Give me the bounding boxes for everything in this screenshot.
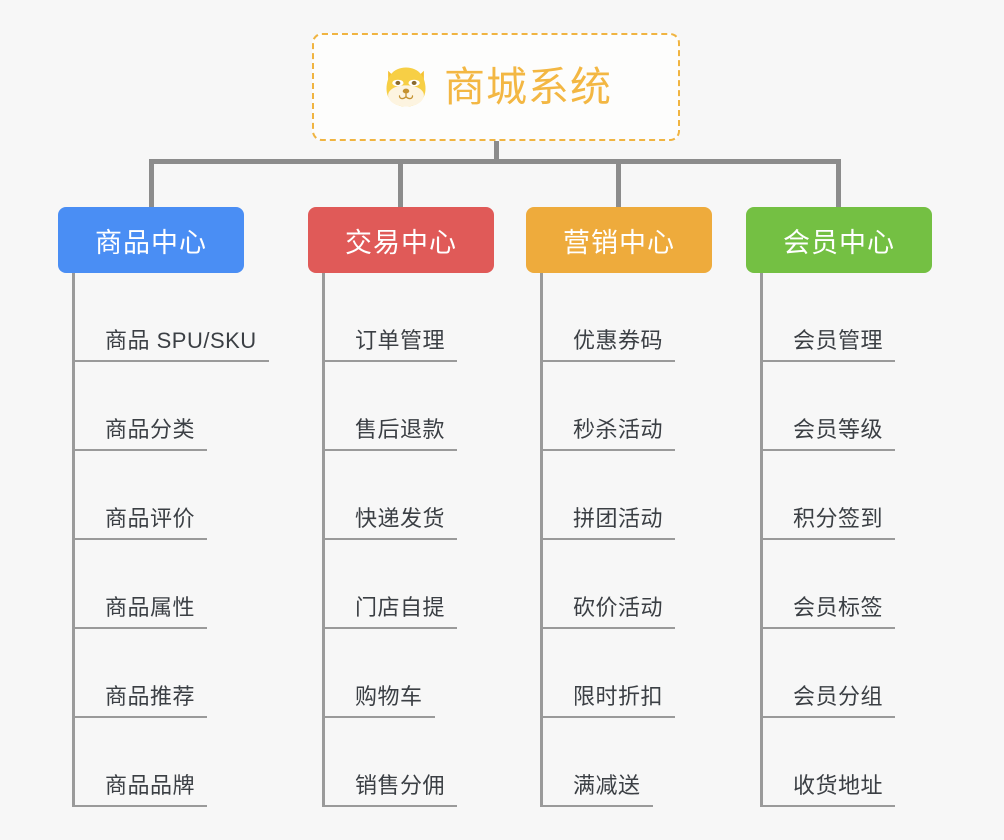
leaf-label: 购物车: [355, 684, 423, 709]
leaf-label: 商品分类: [105, 417, 196, 442]
leaf-label: 满减送: [573, 773, 641, 798]
leaf-label: 商品 SPU/SKU: [105, 328, 257, 353]
leaf-label: 秒杀活动: [573, 417, 664, 442]
category-box-product-center[interactable]: 商品中心: [58, 207, 244, 273]
category-box-trade-center[interactable]: 交易中心: [308, 207, 494, 273]
category-column-4: 会员中心: [746, 207, 932, 273]
list-item[interactable]: 砍价活动: [540, 540, 800, 629]
leaf-underline: 订单管理: [322, 326, 458, 362]
leaf-label: 商品品牌: [105, 773, 196, 798]
leaf-underline: 会员标签: [760, 593, 896, 629]
leaf-label: 订单管理: [355, 328, 446, 353]
list-item[interactable]: 会员等级: [760, 362, 1004, 451]
leaf-underline: 商品属性: [72, 593, 208, 629]
list-item[interactable]: 销售分佣: [322, 718, 582, 807]
leaf-underline: 优惠券码: [540, 326, 676, 362]
leaf-list-member-center: 会员管理 会员等级 积分签到 会员标签 会员分组 收货地址: [760, 273, 1004, 807]
list-item[interactable]: 订单管理: [322, 273, 582, 362]
leaf-label: 砍价活动: [573, 595, 664, 620]
leaf-underline: 拼团活动: [540, 504, 676, 540]
list-item[interactable]: 优惠券码: [540, 273, 800, 362]
list-item[interactable]: 门店自提: [322, 540, 582, 629]
list-item[interactable]: 售后退款: [322, 362, 582, 451]
leaf-underline: 销售分佣: [322, 771, 458, 807]
leaf-underline: 商品品牌: [72, 771, 208, 807]
category-column-3: 营销中心: [526, 207, 712, 273]
leaf-underline: 商品 SPU/SKU: [72, 326, 269, 362]
category-box-member-center[interactable]: 会员中心: [746, 207, 932, 273]
connector-drop-4: [836, 159, 841, 207]
leaf-list-trade-center: 订单管理 售后退款 快递发货 门店自提 购物车 销售分佣: [322, 273, 582, 807]
leaf-underline: 商品评价: [72, 504, 208, 540]
leaf-underline: 积分签到: [760, 504, 896, 540]
list-item[interactable]: 秒杀活动: [540, 362, 800, 451]
category-column-2: 交易中心: [308, 207, 494, 273]
leaf-label: 积分签到: [793, 506, 884, 531]
list-item[interactable]: 会员分组: [760, 629, 1004, 718]
connector-horizontal-bus: [149, 159, 841, 164]
leaf-label: 商品推荐: [105, 684, 196, 709]
leaf-underline: 商品分类: [72, 415, 208, 451]
leaf-underline: 会员管理: [760, 326, 896, 362]
list-item[interactable]: 会员管理: [760, 273, 1004, 362]
list-item[interactable]: 拼团活动: [540, 451, 800, 540]
leaf-underline: 快递发货: [322, 504, 458, 540]
leaf-underline: 门店自提: [322, 593, 458, 629]
connector-drop-1: [149, 159, 154, 207]
leaf-label: 商品评价: [105, 506, 196, 531]
category-label: 营销中心: [563, 227, 675, 258]
leaf-label: 会员管理: [793, 328, 884, 353]
list-item[interactable]: 积分签到: [760, 451, 1004, 540]
list-item[interactable]: 商品推荐: [72, 629, 332, 718]
leaf-underline: 售后退款: [322, 415, 458, 451]
leaf-label: 门店自提: [355, 595, 446, 620]
leaf-underline: 秒杀活动: [540, 415, 676, 451]
leaf-label: 拼团活动: [573, 506, 664, 531]
list-item[interactable]: 限时折扣: [540, 629, 800, 718]
root-node-shopping-mall-system[interactable]: 商城系统: [312, 33, 680, 141]
leaf-label: 收货地址: [793, 773, 884, 798]
leaf-list-marketing-center: 优惠券码 秒杀活动 拼团活动 砍价活动 限时折扣 满减送: [540, 273, 800, 807]
leaf-list-product-center: 商品 SPU/SKU 商品分类 商品评价 商品属性 商品推荐 商品品牌: [72, 273, 332, 807]
connector-drop-2: [398, 159, 403, 207]
leaf-label: 快递发货: [355, 506, 446, 531]
leaf-label: 会员等级: [793, 417, 884, 442]
leaf-underline: 商品推荐: [72, 682, 208, 718]
list-item[interactable]: 满减送: [540, 718, 800, 807]
leaf-underline: 收货地址: [760, 771, 896, 807]
leaf-label: 会员标签: [793, 595, 884, 620]
category-box-marketing-center[interactable]: 营销中心: [526, 207, 712, 273]
leaf-label: 会员分组: [793, 684, 884, 709]
category-column-1: 商品中心: [58, 207, 244, 273]
leaf-underline: 满减送: [540, 771, 653, 807]
list-item[interactable]: 购物车: [322, 629, 582, 718]
list-item[interactable]: 商品 SPU/SKU: [72, 273, 332, 362]
list-item[interactable]: 商品评价: [72, 451, 332, 540]
connector-root-stem: [494, 141, 499, 162]
leaf-underline: 限时折扣: [540, 682, 676, 718]
leaf-label: 商品属性: [105, 595, 196, 620]
leaf-label: 售后退款: [355, 417, 446, 442]
root-node-title: 商城系统: [444, 63, 612, 110]
leaf-underline: 购物车: [322, 682, 435, 718]
leaf-underline: 会员等级: [760, 415, 896, 451]
list-item[interactable]: 会员标签: [760, 540, 1004, 629]
leaf-underline: 砍价活动: [540, 593, 676, 629]
leaf-underline: 会员分组: [760, 682, 896, 718]
category-label: 交易中心: [345, 227, 457, 258]
dog-face-icon: [380, 61, 432, 113]
list-item[interactable]: 商品分类: [72, 362, 332, 451]
leaf-label: 优惠券码: [573, 328, 664, 353]
leaf-label: 限时折扣: [573, 684, 664, 709]
category-label: 会员中心: [783, 227, 895, 258]
connector-drop-3: [616, 159, 621, 207]
category-label: 商品中心: [95, 227, 207, 258]
list-item[interactable]: 快递发货: [322, 451, 582, 540]
list-item[interactable]: 商品属性: [72, 540, 332, 629]
list-item[interactable]: 商品品牌: [72, 718, 332, 807]
leaf-label: 销售分佣: [355, 773, 446, 798]
list-item[interactable]: 收货地址: [760, 718, 1004, 807]
